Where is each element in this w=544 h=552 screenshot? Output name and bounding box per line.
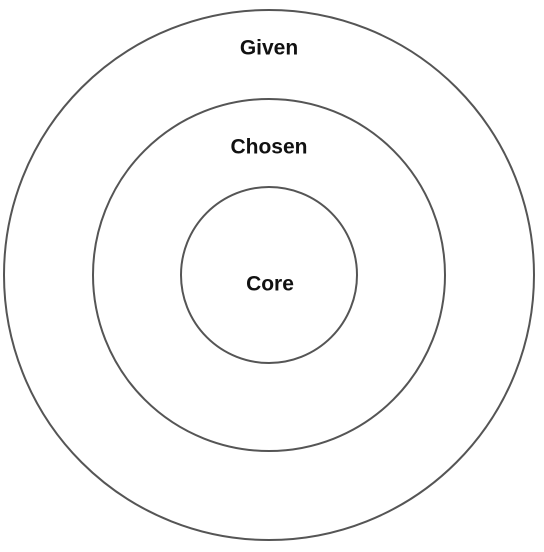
inner-ring-core bbox=[180, 186, 358, 364]
chosen-label: Chosen bbox=[230, 136, 307, 159]
outer-ring-given bbox=[3, 9, 535, 541]
core-label: Core bbox=[246, 273, 294, 296]
middle-ring-chosen bbox=[92, 98, 446, 452]
given-label: Given bbox=[240, 37, 298, 60]
